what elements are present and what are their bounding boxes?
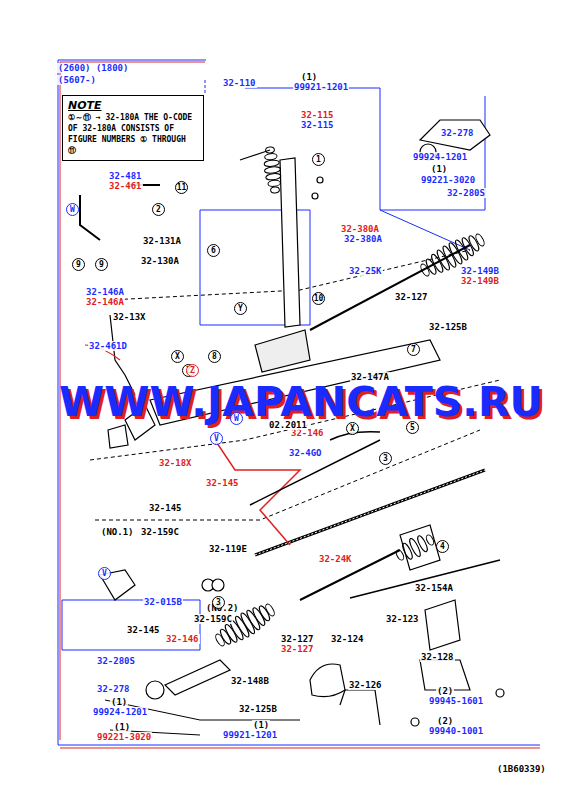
part-number: 32-127 bbox=[280, 644, 315, 654]
note-heading: NOTE bbox=[68, 99, 198, 112]
part-number: (2600) (1800) bbox=[57, 63, 129, 73]
part-number: 32-128 bbox=[420, 652, 455, 662]
callout-number: 2 bbox=[152, 203, 165, 216]
part-number: 32-154A bbox=[414, 583, 454, 593]
part-number: 32-380A bbox=[340, 224, 380, 234]
callout-number: 9 bbox=[72, 258, 85, 271]
note-body: ①～⑪ → 32-180A THE O-CODE OF 32-180A CONS… bbox=[68, 112, 198, 156]
part-number: 32-146A bbox=[85, 297, 125, 307]
part-number: 32-461D bbox=[88, 341, 128, 351]
callout-number: X bbox=[346, 422, 359, 435]
part-number: 32-461 bbox=[108, 181, 143, 191]
part-number: 99924-1201 bbox=[92, 707, 148, 717]
part-number: 32-146 bbox=[165, 634, 200, 644]
part-number: (1) bbox=[252, 720, 270, 730]
date-stamp: 02.2011 bbox=[268, 420, 308, 430]
note-box: NOTE①～⑪ → 32-180A THE O-CODE OF 32-180A … bbox=[62, 95, 204, 161]
part-number: 32-159C bbox=[140, 527, 180, 537]
part-number: (1) bbox=[430, 164, 448, 174]
part-number: 32-145 bbox=[126, 625, 161, 635]
part-number: 32-124 bbox=[330, 634, 365, 644]
callout-number: 10 bbox=[312, 292, 325, 305]
part-number: 32-131A bbox=[142, 236, 182, 246]
part-number: 32-126 bbox=[348, 680, 383, 690]
part-number: 32-159C bbox=[193, 614, 233, 624]
part-number: (2) bbox=[436, 686, 454, 696]
callout-number: 6 bbox=[207, 244, 220, 257]
part-number: 32-145 bbox=[148, 503, 183, 513]
part-number: 32-145 bbox=[205, 478, 240, 488]
callout-number: Y bbox=[234, 302, 247, 315]
part-number: 32-119E bbox=[208, 544, 248, 554]
callout-number: W bbox=[66, 203, 79, 216]
part-number: 32-18X bbox=[158, 458, 193, 468]
part-number: 99221-3020 bbox=[420, 175, 476, 185]
part-number: 32-4GO bbox=[288, 448, 323, 458]
part-number: 32-115 bbox=[300, 120, 335, 130]
part-number: 32-13X bbox=[112, 312, 147, 322]
part-number: 32-127 bbox=[280, 634, 315, 644]
part-number: 99940-1001 bbox=[428, 726, 484, 736]
part-number: 99221-3020 bbox=[96, 732, 152, 742]
part-number: 32-127 bbox=[394, 292, 429, 302]
part-number: 32-24K bbox=[318, 554, 353, 564]
part-number: 32-149B bbox=[460, 266, 500, 276]
part-number: (5607-) bbox=[57, 75, 97, 85]
watermark: WWW.JAPANCATS.RU bbox=[58, 380, 544, 424]
callout-number: V bbox=[98, 567, 111, 580]
part-number: 99924-1201 bbox=[412, 152, 468, 162]
callout-number: 11 bbox=[175, 181, 188, 194]
part-number: 32-278 bbox=[96, 684, 131, 694]
part-number: 32-125B bbox=[238, 704, 278, 714]
part-number: 32-015B bbox=[143, 597, 183, 607]
part-number: 99921-1201 bbox=[293, 82, 349, 92]
callout-number: 4 bbox=[436, 540, 449, 553]
part-number: 32-280S bbox=[446, 188, 486, 198]
callout-number: 1 bbox=[312, 153, 325, 166]
callout-number: Z bbox=[186, 364, 199, 377]
callout-number: X bbox=[171, 350, 184, 363]
part-number: 32-25K bbox=[348, 266, 383, 276]
callout-number: V bbox=[210, 432, 223, 445]
part-number: 32-278 bbox=[440, 128, 475, 138]
callout-number: 3 bbox=[212, 596, 225, 609]
part-number: (2) bbox=[436, 716, 454, 726]
part-number: 32-130A bbox=[140, 256, 180, 266]
part-number: (NO.1) bbox=[100, 527, 135, 537]
part-number: (1B60339) bbox=[496, 764, 547, 774]
part-number: (1) bbox=[113, 722, 131, 732]
part-number: 32-125B bbox=[428, 322, 468, 332]
part-number: (1) bbox=[300, 72, 318, 82]
part-number: 32-123 bbox=[385, 614, 420, 624]
callout-number: 9 bbox=[95, 258, 108, 271]
part-number: 99921-1201 bbox=[222, 730, 278, 740]
callout-number: W bbox=[230, 412, 243, 425]
part-number: 32-110 bbox=[222, 78, 257, 88]
callout-number: 8 bbox=[208, 350, 221, 363]
callout-number: 5 bbox=[406, 421, 419, 434]
part-number: 32-280S bbox=[96, 656, 136, 666]
callout-number: 3 bbox=[379, 452, 392, 465]
part-number: (1) bbox=[110, 697, 128, 707]
part-number: 32-146A bbox=[85, 287, 125, 297]
part-number: 32-148B bbox=[230, 676, 270, 686]
part-number: 32-149B bbox=[460, 276, 500, 286]
part-number: 32-481 bbox=[108, 171, 143, 181]
callout-number: 7 bbox=[407, 343, 420, 356]
part-number: 32-380A bbox=[343, 234, 383, 244]
part-number: 99945-1601 bbox=[428, 696, 484, 706]
part-number: 32-115 bbox=[300, 110, 335, 120]
